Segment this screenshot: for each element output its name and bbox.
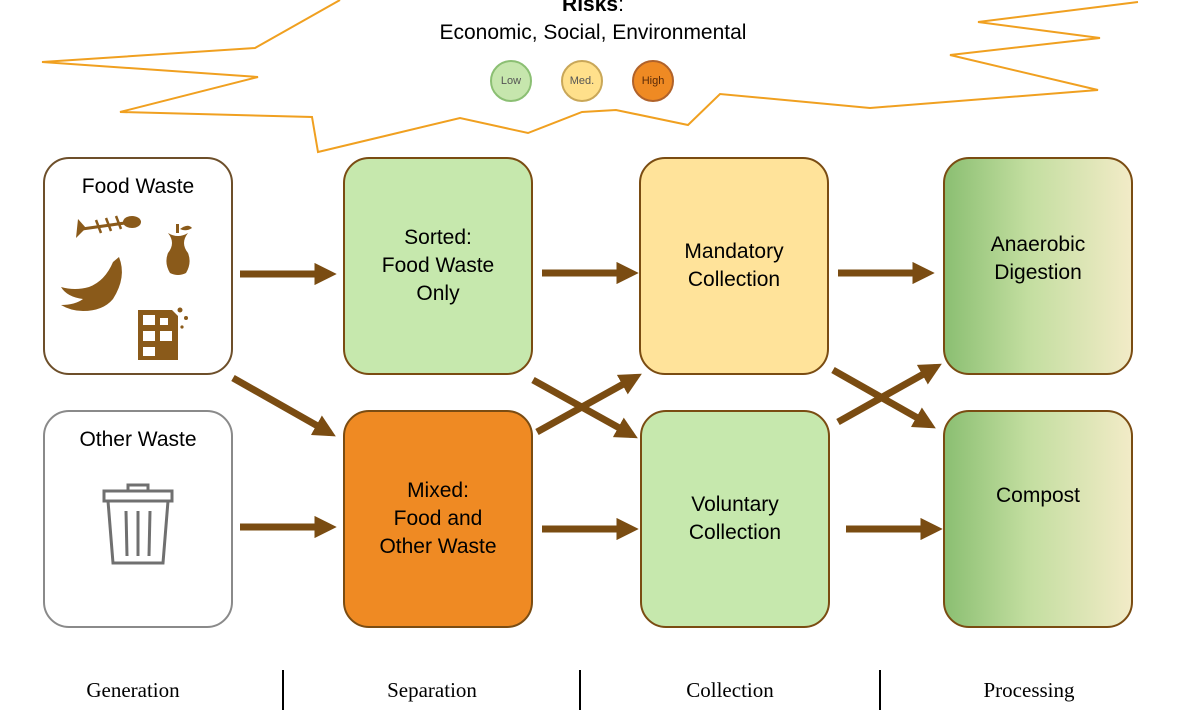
node-sorted-label: Sorted: Food Waste Only <box>381 226 495 305</box>
stage-processing: Processing <box>983 678 1075 702</box>
node-compost: Compost <box>943 410 1133 628</box>
risk-badge-high: High <box>632 60 674 102</box>
node-mandatory-label: Mandatory Collection <box>684 240 784 291</box>
arrow-food-to-mixed <box>231 374 336 437</box>
node-food-waste-label: Food Waste <box>81 175 195 198</box>
risks-title: Risks: <box>562 0 624 16</box>
stage-divider <box>879 670 881 710</box>
banana-peel-icon <box>61 257 122 311</box>
fish-skeleton-icon <box>76 215 141 238</box>
stage-collection: Collection <box>686 678 774 702</box>
stage-divider <box>282 670 284 710</box>
node-compost-label: Compost <box>995 484 1081 507</box>
arrow-voluntary-to-anaerobic <box>836 363 942 426</box>
stage-separation: Separation <box>387 678 477 702</box>
node-anaerobic-digestion: Anaerobic Digestion <box>943 157 1133 375</box>
risks-subtitle: Economic, Social, Environmental <box>439 21 747 44</box>
node-mixed: Mixed: Food and Other Waste <box>343 410 533 628</box>
apple-core-icon <box>166 224 192 275</box>
node-mixed-label: Mixed: Food and Other Waste <box>379 479 497 558</box>
stage-generation: Generation <box>86 678 180 702</box>
node-sorted: Sorted: Food Waste Only <box>343 157 533 375</box>
risk-badge-medium: Med. <box>561 60 603 102</box>
node-voluntary-collection: Voluntary Collection <box>640 410 830 628</box>
risk-badge-low: Low <box>490 60 532 102</box>
node-other-waste-label: Other Waste <box>79 428 197 451</box>
arrow-mixed-to-mandatory <box>535 373 642 436</box>
node-anaerobic-label: Anaerobic Digestion <box>990 233 1086 284</box>
stage-divider <box>579 670 581 710</box>
trash-can-icon <box>102 483 174 565</box>
chocolate-bar-icon <box>138 307 188 360</box>
node-mandatory-collection: Mandatory Collection <box>639 157 829 375</box>
node-voluntary-label: Voluntary Collection <box>688 493 782 544</box>
